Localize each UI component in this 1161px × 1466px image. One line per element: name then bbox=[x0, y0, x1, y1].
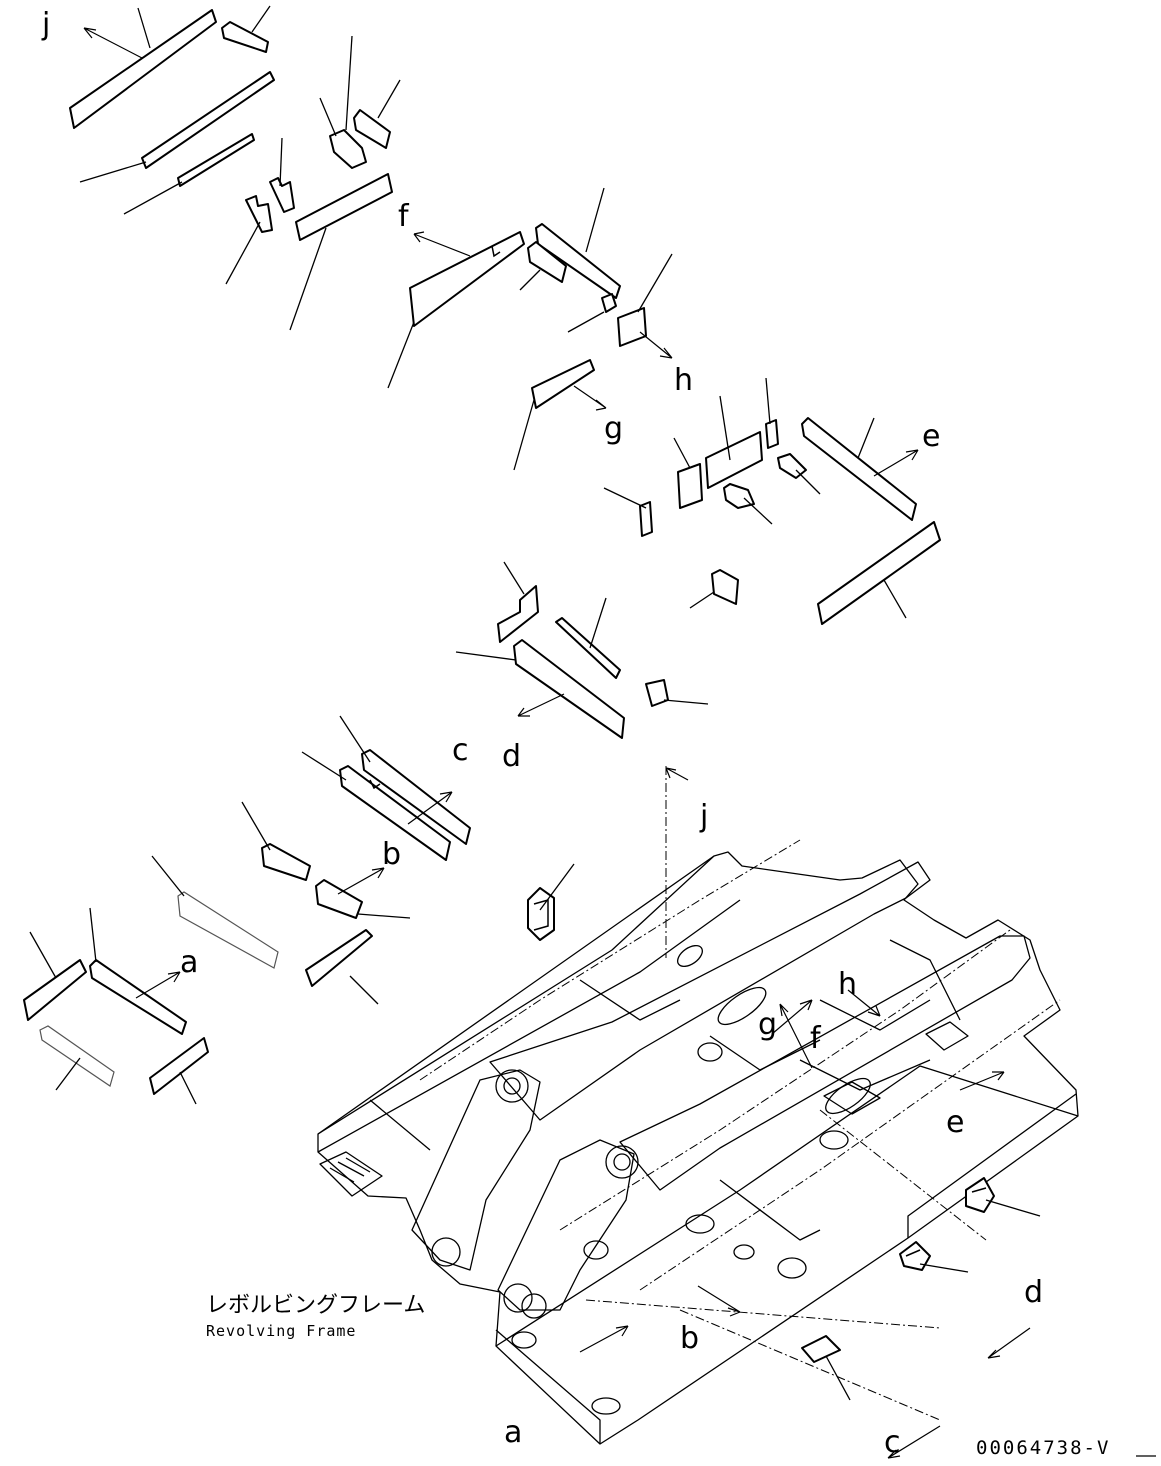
label-h-frame: h bbox=[838, 967, 857, 1002]
part-group-b bbox=[241, 801, 411, 1005]
label-b-top: b bbox=[382, 837, 401, 872]
part-group-a bbox=[23, 855, 279, 1105]
part-group-e bbox=[603, 377, 941, 625]
part-group-d bbox=[455, 561, 709, 739]
label-d-top: d bbox=[502, 739, 521, 774]
label-g-top: g bbox=[604, 411, 623, 446]
label-a-frame: a bbox=[504, 1415, 522, 1450]
drawing-number: 00064738-V bbox=[976, 1437, 1110, 1459]
frame-title-english: Revolving Frame bbox=[206, 1322, 356, 1340]
part-group-f-h bbox=[387, 187, 673, 389]
revolving-frame-assembly bbox=[317, 766, 1079, 1459]
label-b-frame: b bbox=[680, 1321, 699, 1356]
label-f-frame: f bbox=[810, 1021, 822, 1056]
part-group-c bbox=[301, 715, 471, 861]
part-group-j bbox=[69, 5, 401, 331]
label-j-top: j bbox=[41, 7, 50, 42]
part-group-g bbox=[513, 359, 607, 471]
label-j-frame: j bbox=[699, 799, 708, 834]
label-h-top: h bbox=[674, 363, 693, 398]
label-e-top: e bbox=[922, 419, 940, 454]
frame-title-japanese: レボルビングフレーム bbox=[206, 1293, 425, 1318]
label-d-frame: d bbox=[1024, 1275, 1043, 1310]
label-a-top: a bbox=[180, 945, 198, 980]
label-g-frame: g bbox=[758, 1007, 777, 1042]
label-e-frame: e bbox=[946, 1105, 964, 1140]
label-f-top: f bbox=[398, 199, 410, 234]
label-c-frame: c bbox=[884, 1425, 901, 1460]
label-c-top: c bbox=[452, 733, 469, 768]
